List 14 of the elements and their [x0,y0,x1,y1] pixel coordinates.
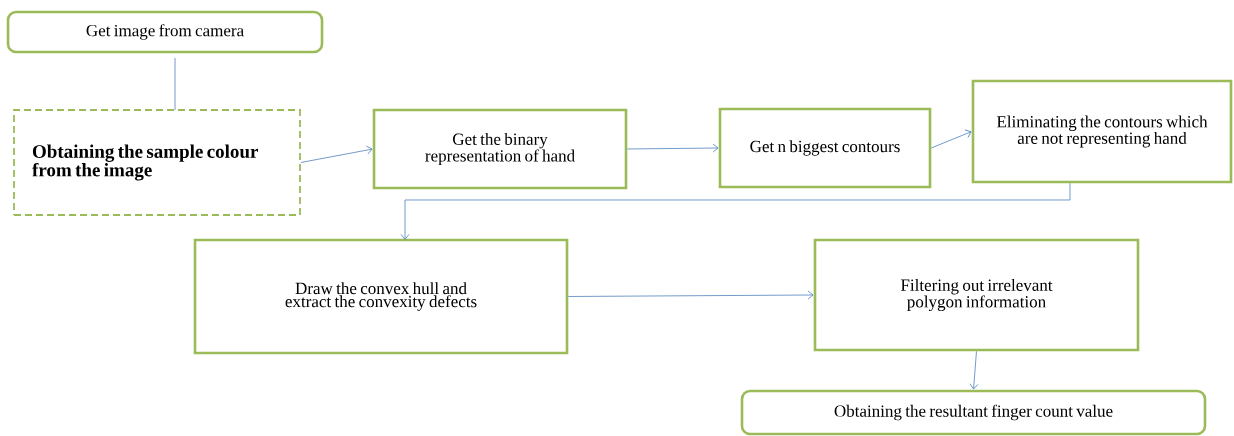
arrow [567,290,814,300]
arrow [969,350,979,390]
arrow [300,145,373,163]
process-box: Get n biggest contours [718,107,932,189]
process-box: Obtaining the sample colour from the image [13,109,301,216]
process-box: Draw the convex hull and extract the convexity defects [193,238,569,355]
arrow [626,143,719,153]
arrow [930,129,972,149]
process-box: Filtering out irrelevant polygon information [813,238,1140,352]
process-box: Get the binary representation of hand [372,108,628,190]
arrow [400,182,1071,240]
process-box: Eliminating the contours which are not representing hand [971,79,1233,184]
start-box: Get image from camera [6,10,324,54]
start-box: Obtaining the resultant finger count value [740,389,1207,436]
